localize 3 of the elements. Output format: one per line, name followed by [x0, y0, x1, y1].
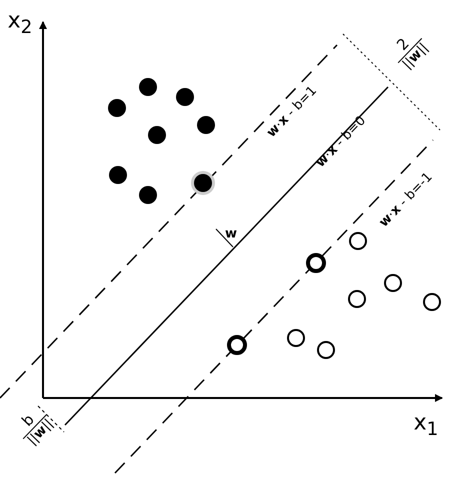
- vector-label: w: [225, 228, 237, 240]
- axis-label: x$_{1}$: [414, 412, 438, 440]
- axis-label: x$_{2}$: [8, 10, 32, 38]
